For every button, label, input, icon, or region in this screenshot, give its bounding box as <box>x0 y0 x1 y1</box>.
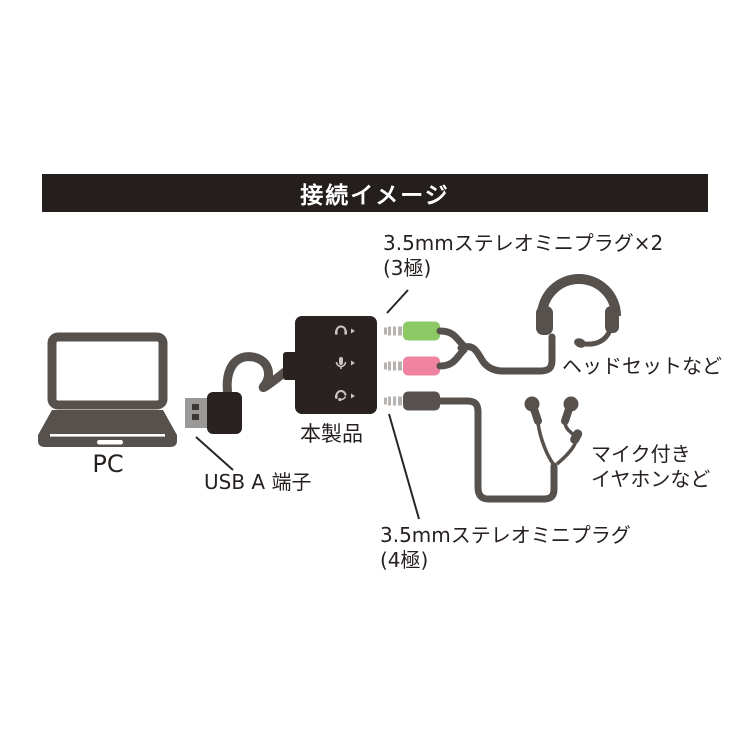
headset-cable <box>436 327 556 375</box>
earphone-label: マイク付き イヤホンなど <box>591 442 710 492</box>
leader-line-top-plug <box>386 289 409 314</box>
plug-4pole-black <box>384 391 440 411</box>
earphone-label-line2: イヤホンなど <box>591 467 711 491</box>
top-plug-label-line2: (3極) <box>383 256 432 280</box>
top-plug-label: 3.5mmステレオミニプラグ×2 (3極) <box>383 231 663 281</box>
plug-3pole-green <box>384 321 440 341</box>
leader-line-usb <box>195 436 234 471</box>
top-plug-label-line1: 3.5mmステレオミニプラグ×2 <box>383 231 664 255</box>
bottom-plug-label: 3.5mmステレオミニプラグ (4極) <box>380 523 631 573</box>
laptop-illustration <box>38 332 177 447</box>
section-title: 接続イメージ <box>300 183 450 209</box>
leader-lines <box>195 289 420 520</box>
headphone-out-icon <box>335 325 355 335</box>
plug-3pole-pink <box>384 356 440 376</box>
adapter-device <box>283 316 377 414</box>
headset-io-icon <box>335 390 355 402</box>
headset-illustration <box>536 274 621 348</box>
earphone-cable <box>436 397 558 503</box>
section-header-bar: 接続イメージ <box>42 174 708 212</box>
pc-label: PC <box>92 450 124 478</box>
earphones-illustration <box>524 396 583 467</box>
usb-plug-and-cable <box>185 352 295 434</box>
inline-mic-module <box>570 429 583 445</box>
bottom-plug-label-line1: 3.5mmステレオミニプラグ <box>380 523 631 547</box>
usb-label: USB A 端子 <box>204 470 312 494</box>
bottom-plug-label-line2: (4極) <box>380 548 429 572</box>
product-label: 本製品 <box>300 422 363 446</box>
earphone-label-line1: マイク付き <box>591 442 691 466</box>
headset-label: ヘッドセットなど <box>562 354 722 378</box>
mic-in-icon <box>335 357 355 370</box>
leader-line-bottom-plug <box>388 413 420 520</box>
usb-a-connector <box>185 392 242 434</box>
